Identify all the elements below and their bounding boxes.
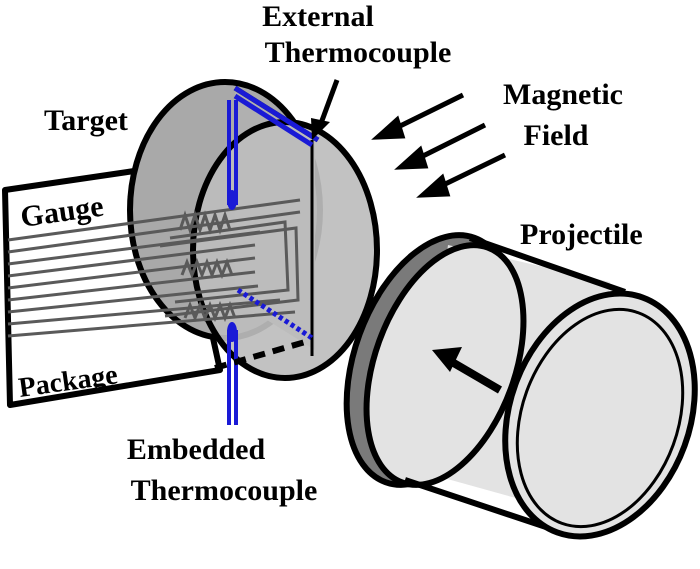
projectile-cylinder	[343, 232, 698, 540]
label-external-line2: Thermocouple	[265, 36, 452, 69]
label-embedded-line2: Thermocouple	[131, 474, 318, 507]
label-magnetic-line1: Magnetic	[503, 78, 623, 111]
projectile-direction-arrow	[432, 347, 462, 372]
magnetic-field-arrows	[371, 92, 507, 198]
external-thermocouple-pointer	[311, 79, 340, 140]
label-projectile: Projectile	[520, 218, 643, 251]
embedded-thermocouple-wire	[227, 100, 314, 425]
label-embedded-line1: Embedded	[127, 433, 266, 466]
label-external-line1: External	[262, 0, 374, 33]
external-thermocouple-wire	[233, 85, 320, 148]
package-dashed-edge	[214, 337, 313, 371]
label-magnetic-line2: Field	[524, 119, 589, 152]
projectile-front-face	[502, 290, 698, 540]
gauge-traces	[7, 198, 301, 338]
projectile-front-rim	[515, 307, 685, 529]
label-target: Target	[44, 104, 128, 137]
